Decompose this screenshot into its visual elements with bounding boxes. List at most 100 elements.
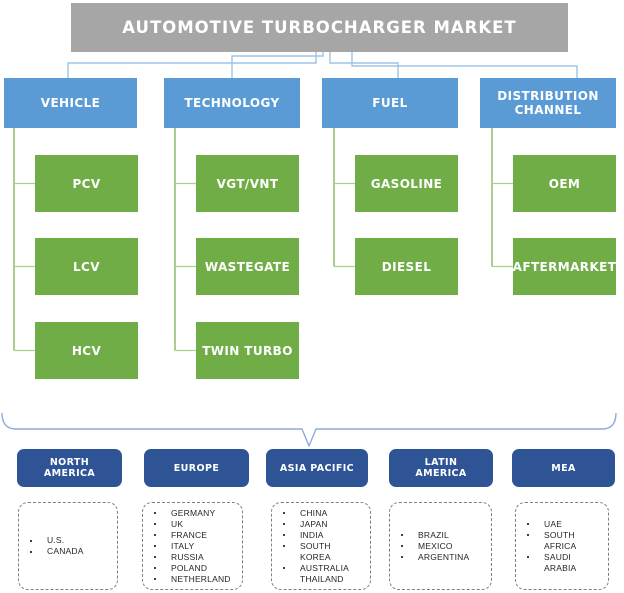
regions-brace — [1, 412, 617, 447]
market-title: AUTOMOTIVE TURBOCHARGER MARKET — [122, 18, 517, 37]
country-label: AFRICA — [544, 540, 577, 551]
bullet-icon — [525, 563, 544, 574]
country-label: GERMANY — [171, 507, 216, 518]
connector-technology — [231, 52, 324, 78]
item-gasoline: GASOLINE — [355, 155, 458, 212]
country-line: ARGENTINA — [399, 552, 489, 563]
segment-distribution-channel: DISTRIBUTION CHANNEL — [480, 78, 616, 128]
country-label: ARGENTINA — [418, 551, 470, 562]
bullet-icon — [399, 530, 418, 541]
country-label: MEXICO — [418, 540, 453, 551]
country-line: KOREA — [281, 552, 368, 563]
bullet-icon — [281, 541, 300, 552]
country-label: INDIA — [300, 529, 324, 540]
country-label: BRAZIL — [418, 529, 449, 540]
bullet-icon — [152, 552, 171, 563]
country-line: SAUDI — [525, 552, 606, 563]
connector-vehicle — [67, 52, 317, 78]
country-label: FRANCE — [171, 529, 208, 540]
country-label: CANADA — [47, 546, 84, 556]
market-title-box: AUTOMOTIVE TURBOCHARGER MARKET — [71, 3, 568, 52]
country-line: ARABIA — [525, 563, 606, 574]
item-label: LCV — [73, 259, 100, 274]
item-vgt-vnt: VGT/VNT — [196, 155, 299, 212]
country-label: UAE — [544, 518, 563, 529]
item-label: OEM — [548, 176, 581, 191]
connector-green-stubs-distribution-channel — [492, 182, 513, 268]
country-line: GERMANY — [152, 508, 240, 519]
bullet-icon — [281, 574, 300, 585]
country-label: AUSTRALIA — [300, 562, 350, 573]
region-asia-pacific: ASIA PACIFIC — [266, 449, 368, 487]
item-label: WASTEGATE — [204, 259, 291, 274]
segment-fuel: FUEL — [322, 78, 458, 128]
country-line: UK — [152, 519, 240, 530]
connector-green-stubs-technology — [175, 182, 196, 352]
bullet-icon — [525, 519, 544, 530]
region-label: EUROPE — [173, 462, 220, 474]
country-label: UK — [171, 518, 184, 529]
country-line: FRANCE — [152, 530, 240, 541]
country-label: RUSSIA — [171, 551, 204, 562]
country-label: SAUDI — [544, 551, 571, 562]
bullet-icon — [399, 541, 418, 552]
country-line: AUSTRALIA — [281, 563, 368, 574]
item-label: AFTERMARKET — [512, 259, 617, 274]
region-label: MEA — [551, 462, 576, 474]
connector-distribution — [351, 52, 578, 78]
region-north-america: NORTH AMERICA — [17, 449, 122, 487]
segment-vehicle: VEHICLE — [4, 78, 137, 128]
bullet-icon — [281, 508, 300, 519]
region-label: LATIN AMERICA — [415, 457, 467, 479]
item-aftermarket: AFTERMARKET — [513, 238, 616, 295]
item-label: PCV — [72, 176, 101, 191]
item-oem: OEM — [513, 155, 616, 212]
country-line: INDIA — [281, 530, 368, 541]
country-label: SOUTH — [300, 540, 331, 551]
segment-label: DISTRIBUTION CHANNEL — [497, 89, 599, 117]
country-line: RUSSIA — [152, 552, 240, 563]
bullet-icon — [152, 508, 171, 519]
segment-label: VEHICLE — [40, 96, 101, 110]
item-diesel: DIESEL — [355, 238, 458, 295]
country-line: MEXICO — [399, 541, 489, 552]
item-label: GASOLINE — [370, 176, 443, 191]
bullet-icon — [152, 530, 171, 541]
connector-green-stubs-vehicle — [14, 182, 35, 352]
item-lcv: LCV — [35, 238, 138, 295]
region-europe: EUROPE — [144, 449, 249, 487]
connector-green-stubs-fuel — [334, 182, 355, 268]
country-label: ARABIA — [544, 562, 577, 573]
item-wastegate: WASTEGATE — [196, 238, 299, 295]
bullet-icon — [281, 530, 300, 541]
item-hcv: HCV — [35, 322, 138, 379]
bullet-icon — [281, 552, 300, 563]
connector-fuel — [329, 52, 399, 78]
item-label: HCV — [71, 343, 102, 358]
bullet-icon — [525, 541, 544, 552]
bullet-icon — [28, 535, 47, 546]
bullet-icon — [152, 574, 171, 585]
bullet-icon — [399, 552, 418, 563]
country-line: U.S. — [28, 535, 115, 546]
country-label: U.S. — [47, 535, 65, 545]
country-line: CANADA — [28, 546, 115, 557]
country-list-north-america: U.S.CANADA — [18, 502, 118, 590]
country-line: SOUTH — [525, 530, 606, 541]
region-label: ASIA PACIFIC — [279, 462, 355, 474]
country-label: POLAND — [171, 562, 208, 573]
country-line: JAPAN — [281, 519, 368, 530]
item-pcv: PCV — [35, 155, 138, 212]
segment-label: FUEL — [372, 96, 408, 110]
bullet-icon — [152, 519, 171, 530]
country-label: JAPAN — [300, 518, 328, 529]
segment-technology: TECHNOLOGY — [164, 78, 300, 128]
region-mea: MEA — [512, 449, 615, 487]
country-label: ITALY — [171, 540, 195, 551]
country-line: AFRICA — [525, 541, 606, 552]
country-line: POLAND — [152, 563, 240, 574]
